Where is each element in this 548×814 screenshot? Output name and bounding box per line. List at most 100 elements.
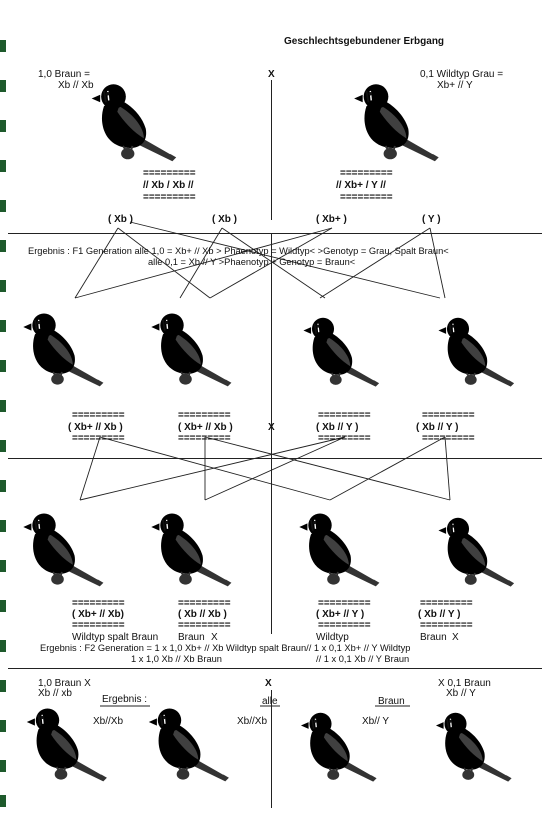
- bottom-ergebnis: Ergebnis :: [102, 694, 148, 705]
- f2-label: Braun: [178, 632, 205, 643]
- gamete: ( Xb ): [108, 214, 133, 225]
- f2-genotype: ( Xb+ // Y ): [316, 609, 365, 620]
- separator: =========: [143, 168, 196, 179]
- parent-male-genotype-box: // Xb / Xb //: [143, 180, 194, 191]
- f2-result-line-1: Ergebnis : F2 Generation = 1 x 1,0 Xb+ /…: [40, 643, 411, 653]
- binding-ring: [0, 520, 6, 532]
- f2-genotype: ( Xb // Y ): [418, 609, 461, 620]
- binding-ring: [0, 560, 6, 572]
- f1-cross-mark: X: [268, 422, 275, 433]
- separator: =========: [318, 598, 371, 609]
- f2-label: Braun: [420, 632, 447, 643]
- separator: =========: [178, 620, 231, 631]
- f2-result-line-3: // 1 x 0,1 Xb // Y Braun: [316, 654, 410, 664]
- bottom-female-genotype: Xb // Y: [446, 688, 476, 699]
- binding-ring: [0, 760, 6, 772]
- binding-ring: [0, 80, 6, 92]
- separator: =========: [178, 410, 231, 421]
- separator: =========: [72, 620, 125, 631]
- binding-ring: [0, 320, 6, 332]
- f2-cross-mark: X: [211, 632, 218, 643]
- f1-result-line-1: Ergebnis : F1 Generation alle 1,0 = Xb+ …: [28, 246, 449, 256]
- separator: =========: [318, 410, 371, 421]
- bottom-female-label: X 0,1 Braun: [438, 678, 491, 689]
- bottom-braun: Braun: [378, 696, 405, 707]
- f1-brown-female-bird: [425, 305, 525, 390]
- parent-female-genotype: Xb+ // Y: [437, 80, 473, 91]
- f2-cross-mark: X: [452, 632, 459, 643]
- binding-ring: [0, 480, 6, 492]
- binding-ring: [0, 40, 6, 52]
- f2-label: Wildtyp spalt Braun: [72, 632, 159, 643]
- f1-brown-female-bird: [290, 305, 390, 390]
- f2-brown-female-bird: [425, 505, 525, 590]
- parent-male-label: 1,0 Braun =: [38, 69, 90, 80]
- f1-wildtype-male-bird: [12, 300, 112, 390]
- separator: =========: [422, 433, 475, 444]
- binding-ring: [0, 795, 6, 807]
- f2-label: Wildtyp: [316, 632, 349, 643]
- separator: =========: [422, 410, 475, 421]
- separator: =========: [340, 168, 393, 179]
- parent-male-brown-bird: [80, 70, 185, 165]
- bottom-offspring-genotype: Xb//Xb: [93, 716, 124, 727]
- bottom-offspring-genotype: Xb//Xb: [237, 716, 268, 727]
- binding-ring: [0, 360, 6, 372]
- section-divider-f2: [8, 458, 542, 459]
- bottom-cross-mark: X: [265, 678, 272, 689]
- f2-genotype: ( Xb // Xb ): [178, 609, 227, 620]
- separator: =========: [420, 620, 473, 631]
- f2-genotype: ( Xb+ // Xb): [72, 609, 124, 620]
- f1-result-line-2: alle 0,1 = Xb // Y >Phaenotyp + Genotyp …: [148, 257, 356, 267]
- binding-ring: [0, 600, 6, 612]
- parent-divider: [271, 80, 272, 220]
- bottom-offspring-genotype: Xb// Y: [362, 716, 390, 727]
- binding-ring: [0, 160, 6, 172]
- f2-wildtype-split-bird: [12, 500, 112, 590]
- binding-ring: [0, 400, 6, 412]
- binding-ring: [0, 200, 6, 212]
- parent-female-grey-bird: [345, 70, 445, 165]
- gamete: ( Y ): [422, 214, 441, 225]
- f2-wildtype-female-bird: [288, 500, 388, 590]
- separator: =========: [178, 598, 231, 609]
- binding-ring: [0, 280, 6, 292]
- f2-result-line-2: 1 x 1,0 Xb // Xb Braun: [131, 654, 222, 664]
- f1-wildtype-male-bird: [140, 300, 240, 390]
- bottom-alle: alle: [262, 696, 278, 707]
- separator: =========: [318, 620, 371, 631]
- binding-ring: [0, 120, 6, 132]
- bottom-male-label: 1,0 Braun X: [38, 678, 91, 689]
- bottom-brown-male-bird: [140, 695, 235, 785]
- binding-ring: [0, 240, 6, 252]
- f2-brown-male-bird: [140, 500, 240, 590]
- separator: =========: [178, 433, 231, 444]
- parent-cross-mark: X: [268, 69, 275, 80]
- section-divider-f1: [8, 233, 542, 234]
- binding-ring: [0, 640, 6, 652]
- gamete: ( Xb ): [212, 214, 237, 225]
- separator: =========: [318, 433, 371, 444]
- binding-ring: [0, 440, 6, 452]
- bottom-male-genotype: Xb // xb: [38, 688, 72, 699]
- separator: =========: [72, 433, 125, 444]
- f1-genotype: ( Xb // Y ): [316, 422, 359, 433]
- separator: =========: [143, 192, 196, 203]
- separator: =========: [340, 192, 393, 203]
- f2-divider: [271, 459, 272, 634]
- bottom-brown-female-bird: [425, 700, 520, 785]
- bottom-divider: [271, 690, 272, 808]
- page-title: Geschlechtsgebundener Erbgang: [284, 36, 445, 47]
- separator: =========: [72, 598, 125, 609]
- section-divider-bottom: [8, 668, 542, 669]
- parent-female-label: 0,1 Wildtyp Grau =: [420, 69, 504, 80]
- parent-male-genotype: Xb // Xb: [58, 80, 94, 91]
- binding-ring: [0, 720, 6, 732]
- f1-divider: [271, 234, 272, 458]
- binding-ring: [0, 680, 6, 692]
- bottom-brown-male-bird: [18, 695, 113, 785]
- separator: =========: [420, 598, 473, 609]
- parent-female-genotype-box: // Xb+ / Y //: [336, 180, 386, 191]
- f1-genotype: ( Xb+ // Xb ): [178, 422, 233, 433]
